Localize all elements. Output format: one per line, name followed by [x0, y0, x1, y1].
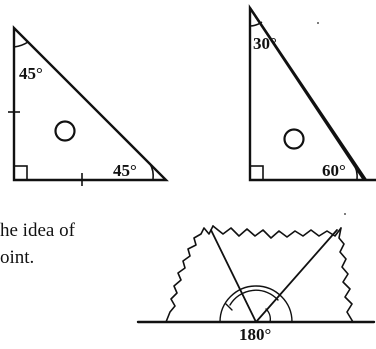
speck — [317, 22, 319, 24]
angle-arc-outer — [219, 285, 293, 323]
angle-arc-top-left — [13, 41, 29, 48]
angle-arc-bottom-right-left — [149, 163, 154, 181]
angle-label-bottom-right-left: 45° — [113, 161, 137, 180]
angle-label-top-right: 30° — [253, 34, 277, 53]
torn-edge-right — [338, 227, 354, 323]
angle-tick-left — [225, 303, 233, 311]
angle-sum-label: 180° — [239, 325, 271, 344]
torn-edge-left — [165, 225, 214, 323]
torn-angles-figure — [136, 225, 376, 324]
fold-line-left — [210, 229, 257, 323]
right-angle-marker-right — [249, 165, 264, 181]
angle-arc-top-right — [249, 21, 263, 27]
fold-line-right — [255, 229, 338, 323]
label-backdrop — [236, 324, 280, 344]
caption-line-1: he idea of — [0, 220, 75, 241]
angle-label-bottom-right-right: 60° — [322, 161, 346, 180]
speck — [344, 213, 346, 215]
torn-edge-top — [212, 225, 342, 239]
angle-arc-middle — [229, 289, 279, 306]
triangle-hole-left — [54, 120, 76, 142]
triangle-hole-right — [283, 128, 305, 150]
triangle-30-60-90 — [248, 4, 376, 182]
caption-line-2: oint. — [0, 247, 35, 268]
angle-arc-inner — [265, 308, 272, 323]
right-angle-marker-left — [13, 165, 28, 181]
triangle-30-60-90-hypotenuse — [248, 7, 366, 181]
angle-arc-bottom-right-right — [352, 162, 358, 181]
angle-label-top-left: 45° — [19, 64, 43, 83]
triangle-45-45-90 — [8, 25, 169, 186]
triangle-45-45-90-outline — [12, 25, 169, 182]
